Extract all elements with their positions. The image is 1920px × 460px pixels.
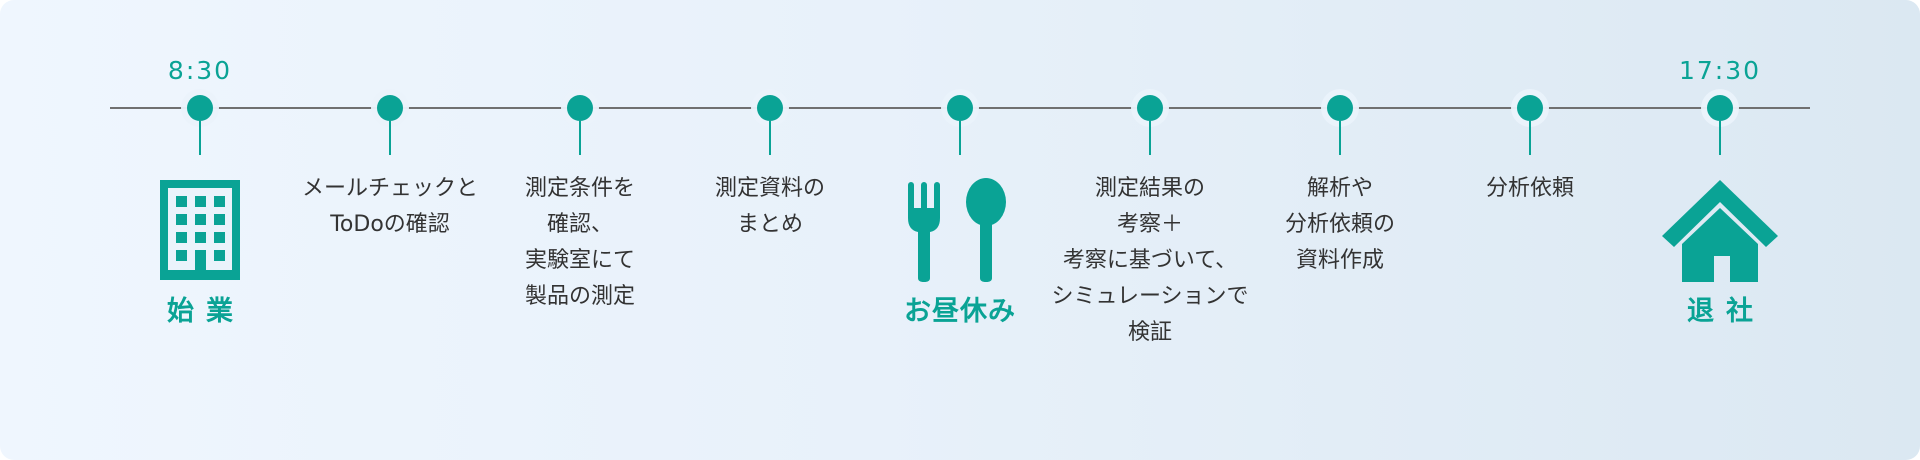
timeline-dot bbox=[567, 95, 593, 121]
step-description: メールチェックと ToDoの確認 bbox=[301, 176, 478, 237]
timeline-dot bbox=[1137, 95, 1163, 121]
step-description: 測定条件を 確認、 実験室にて 製品の測定 bbox=[524, 176, 635, 309]
office-building-icon bbox=[140, 178, 260, 284]
timeline-tick bbox=[1149, 121, 1151, 155]
timeline-tick bbox=[769, 121, 771, 155]
timeline-tick bbox=[199, 121, 201, 155]
timeline-dot bbox=[187, 95, 213, 121]
timeline-dot bbox=[1517, 95, 1543, 121]
end-label: 退社 bbox=[1687, 296, 1765, 327]
timeline-tick bbox=[959, 121, 961, 155]
end-time: 17:30 bbox=[1678, 56, 1762, 85]
step-description: 測定資料の まとめ bbox=[714, 176, 825, 237]
step-description: 測定結果の 考察＋ 考察に基づいて、 シミュレーションで 検証 bbox=[1051, 176, 1249, 345]
step-description: 分析依頼 bbox=[1485, 176, 1574, 201]
timeline-dot bbox=[947, 95, 973, 121]
timeline-tick bbox=[1719, 121, 1721, 155]
step-description: 解析や 分析依頼の 資料作成 bbox=[1284, 176, 1395, 273]
home-icon bbox=[1660, 178, 1780, 284]
timeline-dot bbox=[377, 95, 403, 121]
timeline-tick bbox=[1529, 121, 1531, 155]
timeline-tick bbox=[1339, 121, 1341, 155]
fork-spoon-icon bbox=[900, 178, 1020, 284]
timeline-dot bbox=[757, 95, 783, 121]
timeline-dot bbox=[1707, 95, 1733, 121]
start-label: 始業 bbox=[167, 296, 245, 327]
timeline-dot bbox=[1327, 95, 1353, 121]
start-time: 8:30 bbox=[167, 56, 233, 85]
timeline-tick bbox=[579, 121, 581, 155]
timeline-tick bbox=[389, 121, 391, 155]
lunch-label: お昼休み bbox=[904, 296, 1016, 327]
